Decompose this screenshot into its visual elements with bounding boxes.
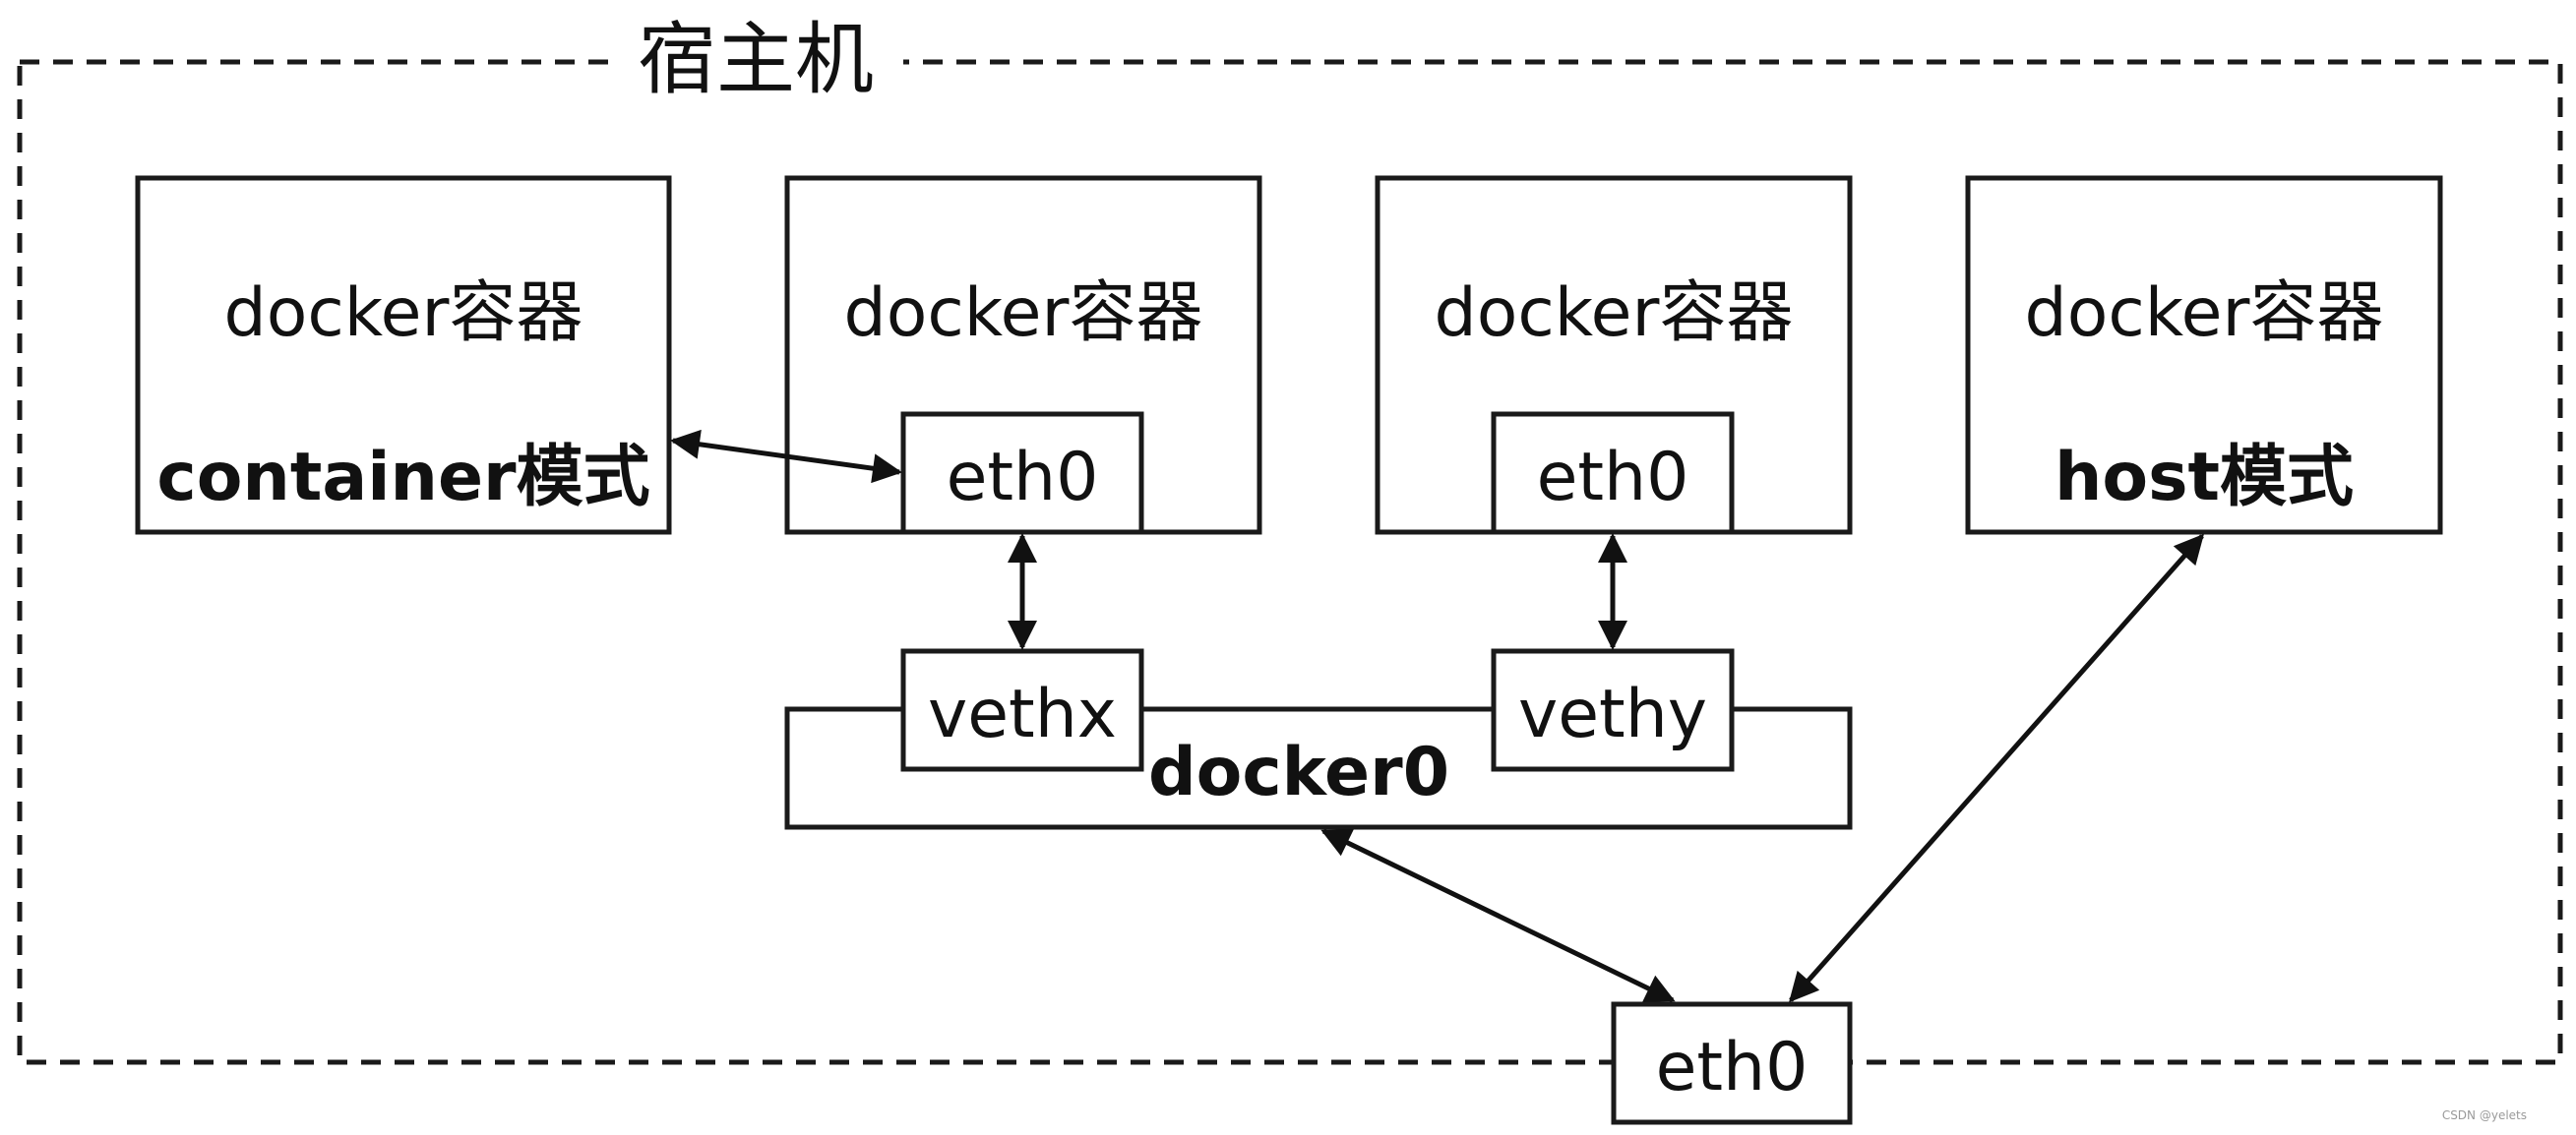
- docker0-bridge: vethx vethy docker0: [784, 648, 1853, 830]
- container-box-2: docker容器 eth0: [784, 175, 1262, 535]
- arrow-host-eth0-to-host-mode: [1789, 533, 2204, 1003]
- host-label-gap: [608, 20, 903, 108]
- host-eth0: eth0: [1611, 1001, 1853, 1125]
- vethy-label: vethy: [1518, 676, 1707, 753]
- vethx-label: vethx: [928, 676, 1117, 753]
- container-title-2: docker容器: [844, 274, 1203, 352]
- container-2-eth0-box: [900, 411, 1144, 535]
- container-box-3: docker容器 eth0: [1375, 175, 1853, 535]
- vethx-box: [900, 648, 1144, 772]
- container-box-1: docker容器 container模式: [135, 175, 672, 535]
- container-title-4: docker容器: [2025, 274, 2384, 352]
- container-title-1: docker容器: [224, 274, 583, 352]
- container-2-eth0-label: eth0: [947, 439, 1099, 516]
- container-3-eth0-label: eth0: [1537, 439, 1689, 516]
- arrow-docker0-to-host-eth0: [1320, 828, 1676, 1003]
- docker0-label: docker0: [1148, 734, 1449, 811]
- host-machine-label: 宿主机: [638, 14, 874, 105]
- container-host-mode-label: host模式: [2055, 439, 2354, 516]
- host-eth0-label: eth0: [1656, 1029, 1809, 1106]
- arrow-container-mode-to-eth0: [670, 429, 902, 484]
- watermark-text: CSDN @yelets: [2442, 1108, 2527, 1122]
- container-box-4: docker容器 host模式: [1965, 175, 2443, 535]
- container-mode-label: container模式: [156, 439, 649, 516]
- vethy-box: [1491, 648, 1735, 772]
- container-3-eth0-box: [1491, 411, 1735, 535]
- container-title-3: docker容器: [1435, 274, 1794, 352]
